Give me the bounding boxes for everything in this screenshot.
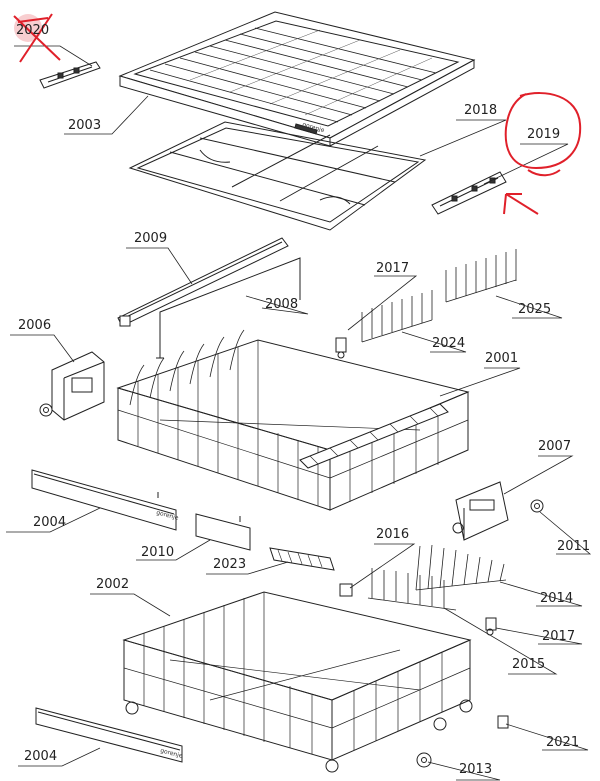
rail-2019 (431, 171, 507, 215)
red-annotations (13, 13, 582, 215)
label-2013: 2013 (459, 762, 493, 777)
label-2021: 2021 (546, 735, 580, 750)
wheel-2013 (416, 752, 432, 768)
rack-2024 (361, 290, 433, 343)
label-2017-upper: 2017 (376, 261, 410, 276)
label-2010: 2010 (141, 545, 175, 560)
label-2018: 2018 (464, 103, 498, 118)
label-2024: 2024 (432, 336, 466, 351)
side-part-2007 (452, 481, 509, 541)
label-2002: 2002 (96, 577, 130, 592)
handle-2004-upper (31, 469, 177, 531)
arrow-mark-2019 (503, 193, 539, 215)
label-2001: 2001 (485, 351, 519, 366)
cutlery-tray-2003 (118, 11, 476, 147)
label-2006: 2006 (18, 318, 52, 333)
clip-2017-upper (335, 337, 347, 359)
rail-2009 (117, 237, 289, 327)
label-2019: 2019 (527, 127, 561, 142)
rack-2015 (367, 568, 457, 611)
label-2004-upper: 2004 (33, 515, 67, 530)
label-2007: 2007 (538, 439, 572, 454)
part-2021 (497, 715, 509, 729)
rack-2025 (445, 249, 517, 303)
cross-out-mark-2020 (13, 13, 61, 63)
label-2011: 2011 (557, 539, 591, 554)
lower-basket-2002 (122, 591, 473, 773)
cover-2010 (195, 513, 251, 551)
wire-2008 (156, 257, 301, 359)
label-2004-lower: 2004 (24, 749, 58, 764)
label-2023: 2023 (213, 557, 247, 572)
clip-2016 (339, 583, 353, 597)
upper-basket-2001 (116, 329, 470, 522)
label-2008: 2008 (265, 297, 299, 312)
circle-mark-2019 (504, 92, 582, 177)
side-part-2006 (39, 351, 105, 421)
label-2009: 2009 (134, 231, 168, 246)
rack-2014 (415, 544, 507, 591)
rail-2020 (39, 61, 101, 89)
part-2023 (269, 547, 335, 571)
clip-2017-lower (485, 617, 497, 636)
label-2020: 2020 (16, 23, 50, 38)
label-2003: 2003 (68, 118, 102, 133)
frame-2018 (128, 121, 427, 231)
label-2025: 2025 (518, 302, 552, 317)
label-2014: 2014 (540, 591, 574, 606)
label-2017-lower: 2017 (542, 629, 576, 644)
wheel-2011 (530, 499, 544, 513)
handle-2004-lower (35, 707, 183, 763)
label-2015: 2015 (512, 657, 546, 672)
leader-lines (6, 45, 592, 781)
label-2016: 2016 (376, 527, 410, 542)
